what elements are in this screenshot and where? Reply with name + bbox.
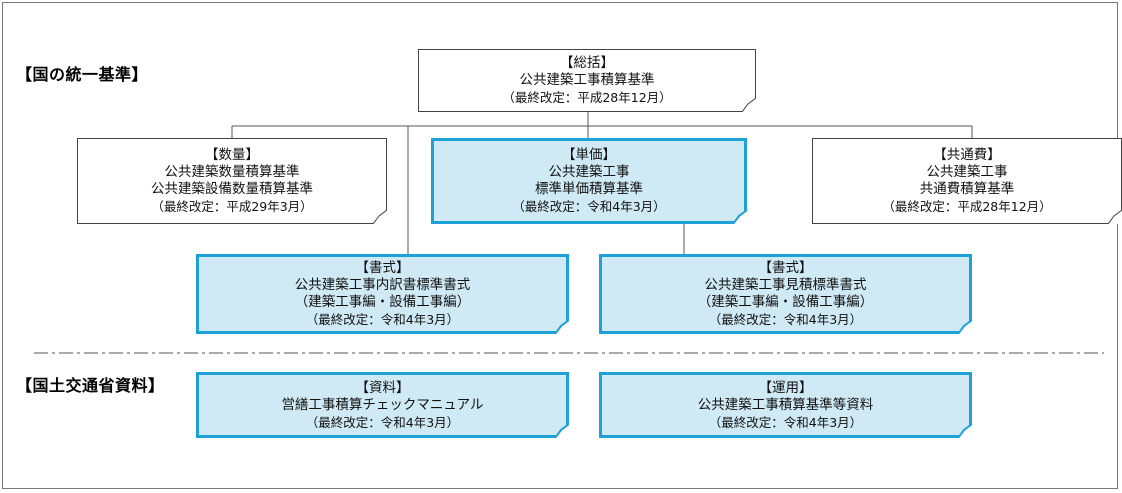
node-title-line: 公共建築工事積算基準 bbox=[519, 72, 655, 88]
node-category: 【数量】 bbox=[205, 147, 259, 163]
node-quantity: 【数量】 公共建築数量積算基準 公共建築設備数量積算基準 （最終改定：平成29年… bbox=[77, 138, 387, 224]
node-title-line: 公共建築工事 bbox=[548, 164, 630, 180]
node-title-line: 標準単価積算基準 bbox=[535, 181, 643, 197]
node-unit-price: 【単価】 公共建築工事 標準単価積算基準 （最終改定：令和4年3月） bbox=[431, 138, 747, 224]
node-operation: 【運用】 公共建築工事積算基準等資料 （最終改定：令和4年3月） bbox=[599, 372, 972, 438]
node-revision: （最終改定：平成29年3月） bbox=[151, 199, 313, 214]
node-title-line: 公共建築工事 bbox=[926, 164, 1008, 180]
folded-corner-icon bbox=[1108, 210, 1122, 224]
node-format-breakdown: 【書式】 公共建築工事内訳書標準書式 （建築工事編・設備工事編） （最終改定：令… bbox=[196, 254, 569, 334]
node-title-line: 公共建築数量積算基準 bbox=[164, 164, 300, 180]
node-title-line: 公共建築工事内訳書標準書式 bbox=[294, 277, 471, 293]
node-revision: （最終改定：令和4年3月） bbox=[512, 199, 666, 214]
folded-corner-icon bbox=[958, 320, 972, 334]
node-revision: （最終改定：令和4年3月） bbox=[305, 414, 460, 430]
node-category: 【総括】 bbox=[560, 55, 614, 71]
node-common-cost: 【共通費】 公共建築工事 共通費積算基準 （最終改定：平成28年12月） bbox=[812, 138, 1122, 224]
node-category: 【単価】 bbox=[562, 147, 616, 163]
node-title-line: 営繕工事積算チェックマニュアル bbox=[281, 396, 484, 413]
folded-corner-icon bbox=[373, 210, 387, 224]
node-category: 【共通費】 bbox=[933, 147, 1001, 163]
node-revision: （最終改定：平成28年12月） bbox=[882, 199, 1052, 214]
folded-corner-icon bbox=[555, 320, 569, 334]
node-category: 【書式】 bbox=[758, 260, 813, 276]
section-label-national-standards: 【国の統一基準】 bbox=[16, 65, 149, 84]
node-revision: （最終改定：令和4年3月） bbox=[708, 414, 863, 430]
folded-corner-icon bbox=[733, 210, 747, 224]
node-overview: 【総括】 公共建築工事積算基準 （最終改定：平成28年12月） bbox=[418, 49, 756, 112]
node-revision: （最終改定：令和4年3月） bbox=[305, 312, 460, 327]
node-title-line: 共通費積算基準 bbox=[919, 181, 1015, 197]
folded-corner-icon bbox=[958, 424, 972, 438]
node-title-line: （建築工事編・設備工事編） bbox=[294, 294, 471, 310]
node-revision: （最終改定：平成28年12月） bbox=[502, 90, 672, 105]
node-format-estimate: 【書式】 公共建築工事見積標準書式 （建築工事編・設備工事編） （最終改定：令和… bbox=[599, 254, 972, 334]
folded-corner-icon bbox=[555, 424, 569, 438]
node-category: 【資料】 bbox=[355, 379, 410, 396]
section-label-mlit-materials: 【国土交通省資料】 bbox=[16, 376, 165, 395]
folded-corner-icon bbox=[742, 98, 756, 112]
node-revision: （最終改定：令和4年3月） bbox=[708, 312, 863, 327]
node-title-line: 公共建築工事積算基準等資料 bbox=[697, 396, 874, 413]
node-title-line: 公共建築設備数量積算基準 bbox=[151, 181, 313, 197]
node-category: 【運用】 bbox=[758, 379, 813, 396]
node-title-line: 公共建築工事見積標準書式 bbox=[704, 277, 867, 293]
node-material-checklist: 【資料】 営繕工事積算チェックマニュアル （最終改定：令和4年3月） bbox=[196, 372, 569, 438]
node-title-line: （建築工事編・設備工事編） bbox=[697, 294, 874, 310]
node-category: 【書式】 bbox=[355, 260, 410, 276]
